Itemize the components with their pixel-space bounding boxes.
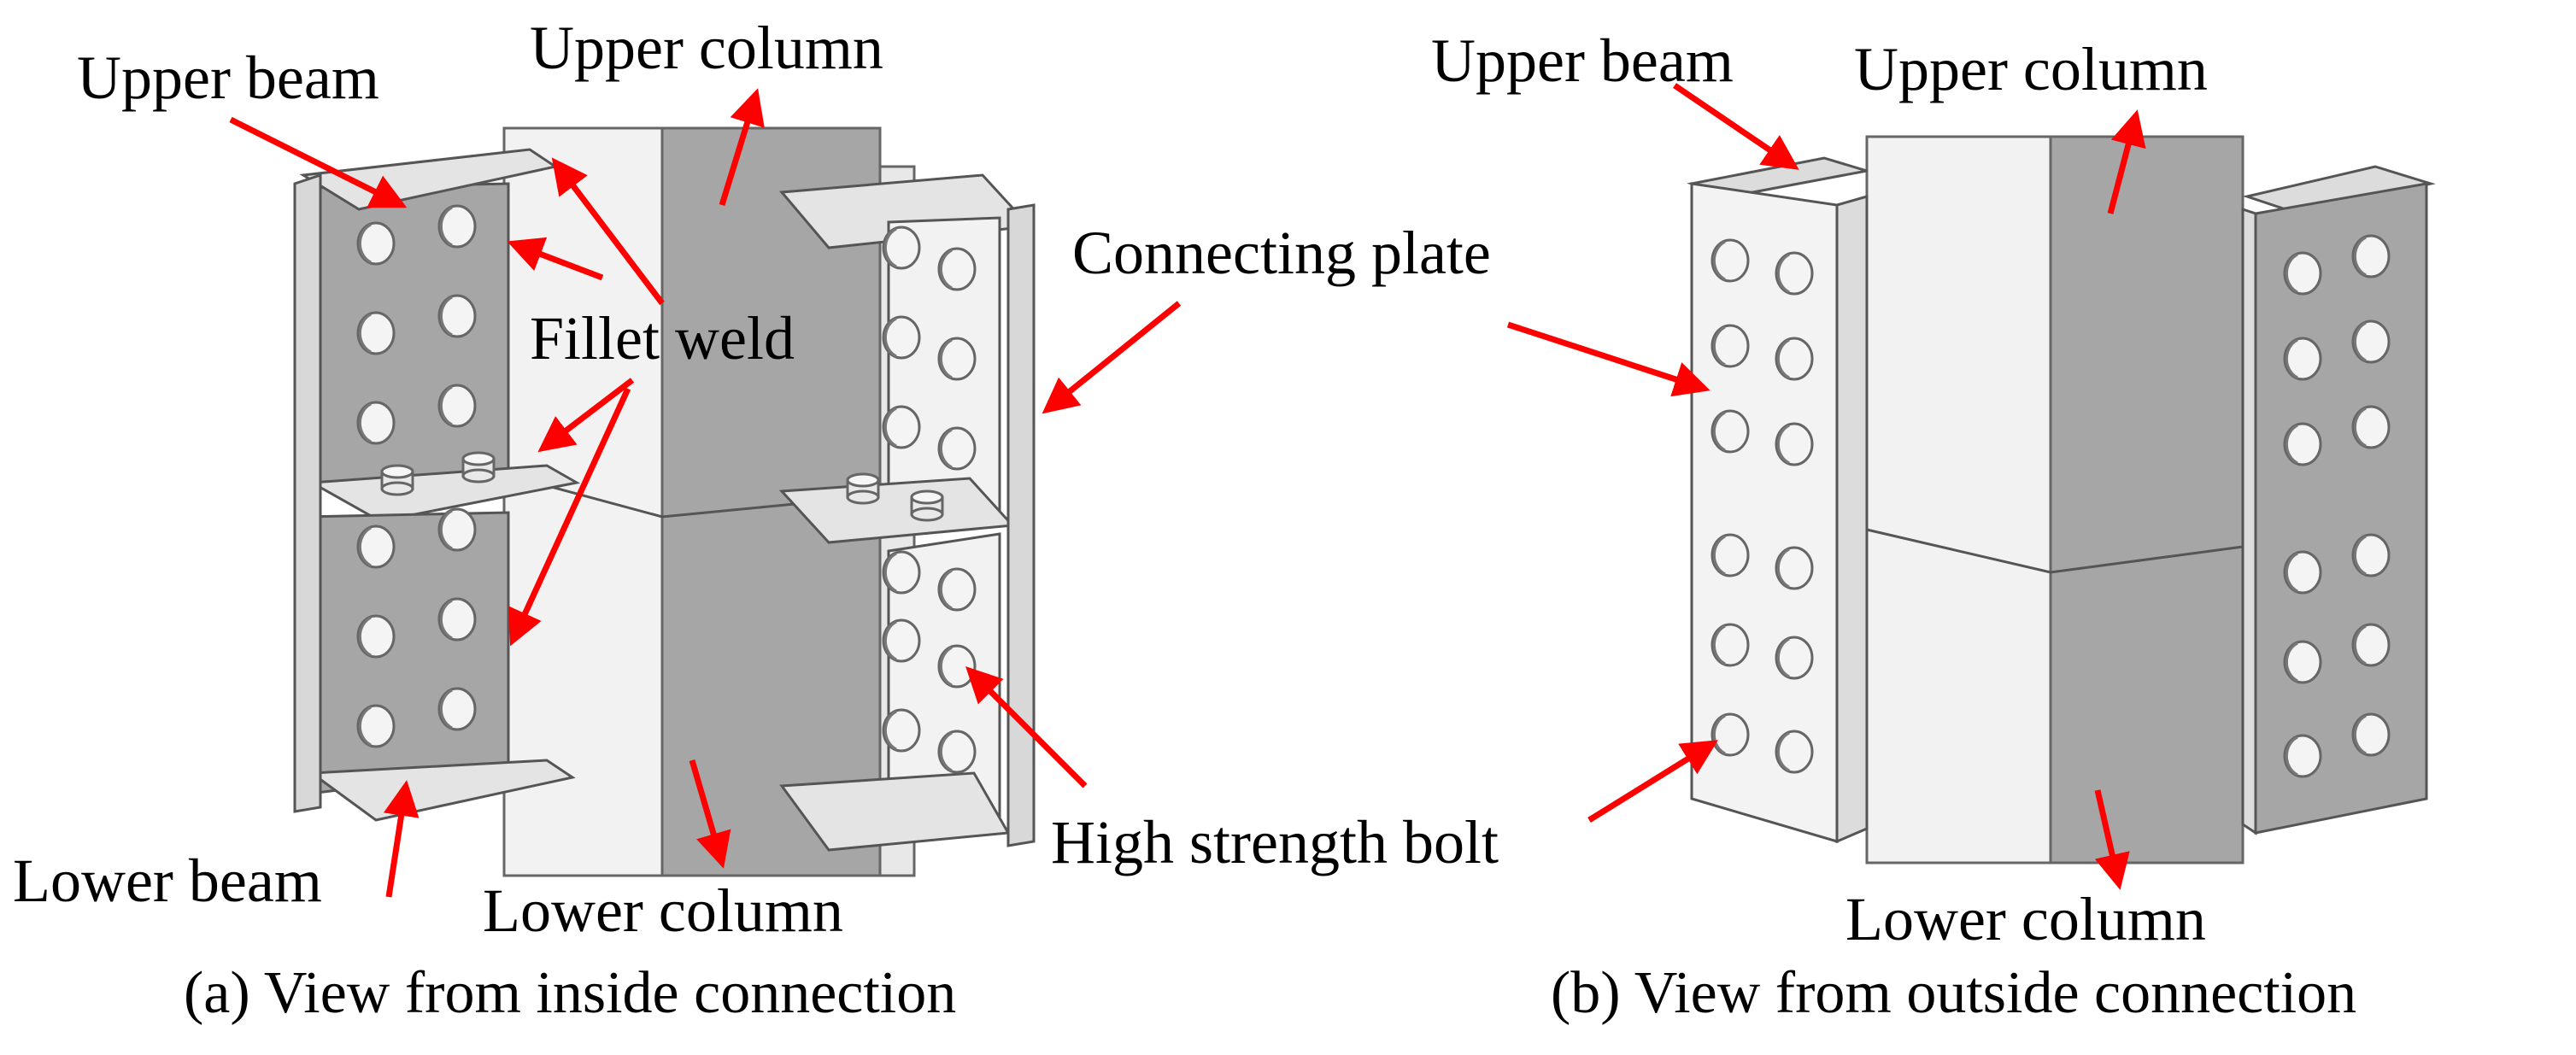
- column-a-splice: [503, 472, 795, 519]
- right-plate-b: [2241, 165, 2436, 835]
- left-lower-flange: [308, 759, 576, 822]
- label-fillet-weld-a: Fillet weld: [530, 304, 795, 372]
- right-connecting-plate-edge: [1006, 203, 1036, 847]
- label-upper-column-b: Upper column: [1854, 35, 2208, 103]
- label-lower-column-a: Lower column: [483, 876, 843, 945]
- column-b-dark-face: [2049, 135, 2244, 865]
- left-connecting-plate-edge: [293, 173, 322, 813]
- label-upper-beam-a: Upper beam: [77, 44, 379, 112]
- right-plate-b-face: [2254, 182, 2428, 835]
- label-lower-column-b: Lower column: [1845, 885, 2206, 953]
- label-high-strength-bolt-a: High strength bolt: [1051, 808, 1499, 876]
- left-plate-b-edge: [1835, 195, 1869, 844]
- left-lower-beam-web: [302, 511, 510, 796]
- panel-a-inside-view: Upper beam Upper column Fillet weld Conn…: [13, 14, 1499, 1026]
- column-b: [1865, 135, 2244, 865]
- caption-panel-a: (a) View from inside connection: [184, 960, 956, 1026]
- label-lower-beam-a: Lower beam: [13, 847, 322, 915]
- left-upper-beam-web: [302, 182, 510, 484]
- label-upper-column-a: Upper column: [530, 14, 883, 82]
- right-beams-a: [778, 173, 1036, 852]
- caption-panel-b: (b) View from outside connection: [1551, 960, 2356, 1026]
- panel-b-outside-view: Upper beam Upper column Lower column (b)…: [1431, 26, 2436, 1026]
- column-b-light-face: [1865, 135, 2052, 865]
- arrows-b: [1506, 83, 2146, 890]
- arrows-a: [229, 88, 1182, 898]
- label-upper-beam-b: Upper beam: [1431, 26, 1734, 95]
- right-plate-b-edge: [2241, 207, 2257, 835]
- label-connecting-plate-a: Connecting plate: [1072, 219, 1491, 287]
- column-b-splice: [1866, 528, 2244, 574]
